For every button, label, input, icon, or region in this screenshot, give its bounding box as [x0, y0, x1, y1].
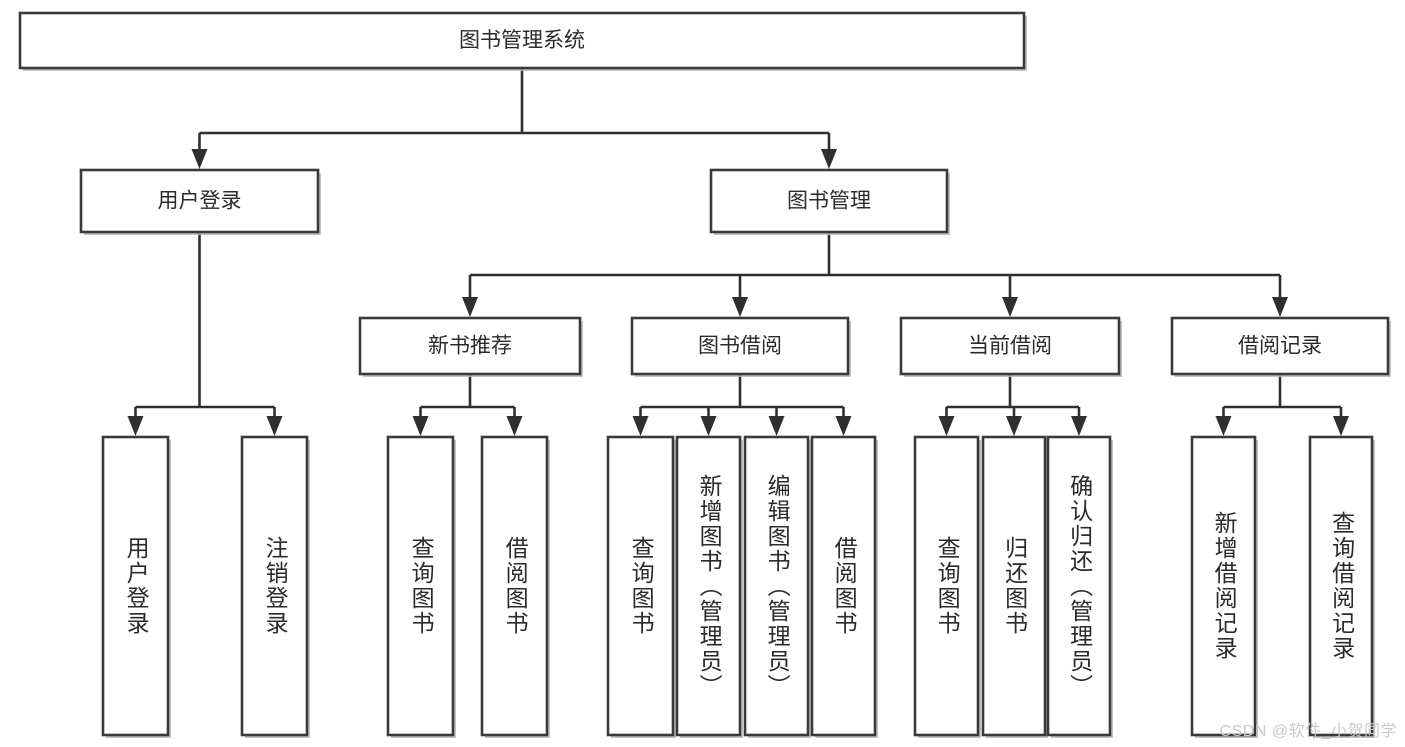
arrow-head-icon-level3-2 [1002, 297, 1018, 317]
arrow-head-icon-level3-1 [732, 297, 748, 317]
level3-node-label-2: 当前借阅 [968, 335, 1052, 358]
leaf-node-box-1[interactable] [240, 435, 309, 737]
level3-node-box-2[interactable] [899, 316, 1121, 376]
leaf-node-box-7[interactable] [810, 435, 877, 737]
level3-node-label-0: 新书推荐 [428, 335, 512, 358]
arrow-head-icon-leaf-11 [1215, 416, 1232, 436]
leaf-node-box-12[interactable] [1308, 435, 1374, 737]
arrow-head-icon-level3-3 [1272, 297, 1288, 317]
leaf-node-box-10[interactable] [1046, 435, 1112, 737]
arrow-head-icon-level2-1 [821, 149, 837, 169]
leaf-node-box-2[interactable] [386, 435, 455, 737]
node-boxes-layer [18, 11, 1391, 738]
level2-node-box-1[interactable] [709, 168, 949, 234]
leaf-node-box-0[interactable] [101, 435, 170, 737]
leaf-node-box-9[interactable] [981, 435, 1047, 737]
arrow-head-icon-leaf-5 [700, 416, 717, 436]
level3-node-label-3: 借阅记录 [1238, 335, 1322, 358]
arrow-head-icon-leaf-4 [632, 416, 649, 436]
level3-node-box-0[interactable] [358, 316, 582, 376]
leaf-node-box-8[interactable] [913, 435, 980, 737]
level2-node-label-0: 用户登录 [158, 190, 242, 213]
leaf-node-box-4[interactable] [606, 435, 675, 737]
leaf-node-box-11[interactable] [1190, 435, 1257, 737]
level3-node-label-1: 图书借阅 [698, 335, 782, 358]
arrow-head-icon-leaf-7 [835, 416, 852, 436]
watermark-text: CSDN @软件_小贺同学 [1219, 723, 1397, 740]
leaf-node-box-3[interactable] [480, 435, 549, 737]
arrow-head-icon-leaf-1 [266, 416, 283, 436]
level3-node-box-1[interactable] [630, 316, 850, 376]
root-node-label: 图书管理系统 [459, 29, 585, 52]
level2-node-box-0[interactable] [79, 168, 320, 234]
arrow-head-icon-leaf-2 [412, 416, 429, 436]
leaf-node-box-5[interactable] [675, 435, 742, 737]
arrow-head-icon-leaf-0 [127, 416, 144, 436]
arrow-head-icon-level2-0 [191, 149, 208, 169]
arrow-head-icon-leaf-10 [1071, 416, 1087, 436]
level2-node-label-1: 图书管理 [787, 190, 871, 213]
connectors-layer [127, 68, 1349, 436]
arrow-head-icon-level3-0 [462, 297, 478, 317]
arrow-head-icon-leaf-6 [768, 416, 785, 436]
arrow-head-icon-leaf-8 [938, 416, 955, 436]
arrow-head-icon-leaf-12 [1333, 416, 1349, 436]
root-node-box[interactable] [18, 11, 1026, 70]
arrow-head-icon-leaf-3 [506, 416, 523, 436]
level3-node-box-3[interactable] [1170, 316, 1390, 376]
arrow-head-icon-leaf-9 [1006, 416, 1022, 436]
leaf-node-box-6[interactable] [743, 435, 810, 737]
